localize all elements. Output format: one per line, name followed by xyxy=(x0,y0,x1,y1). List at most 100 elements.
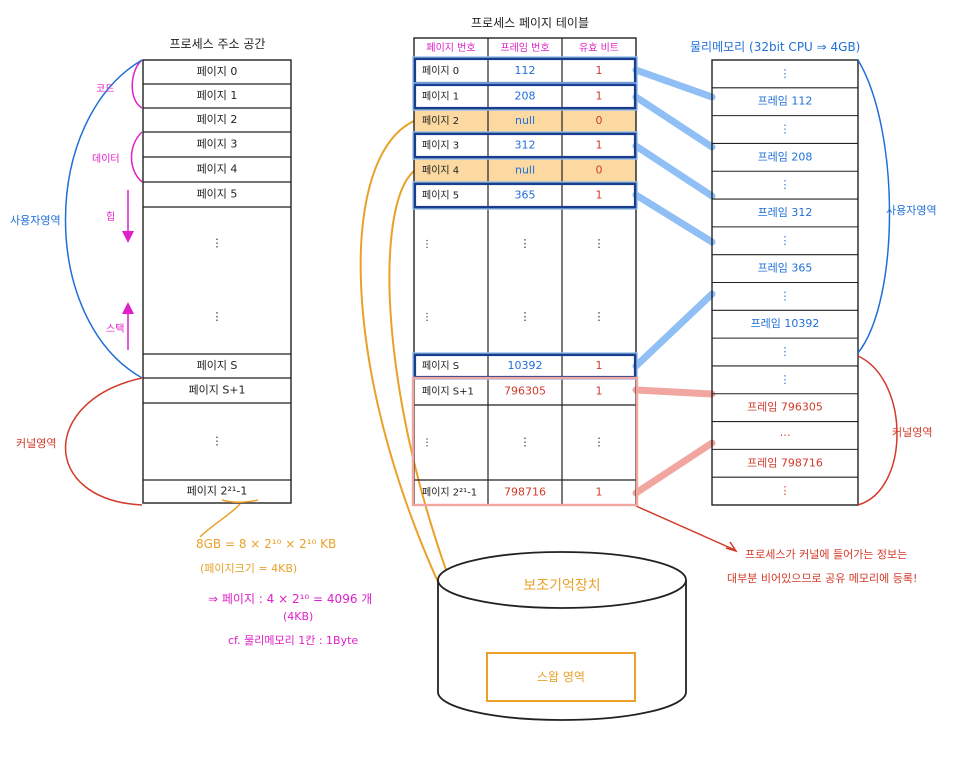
table-valid-cell: 1 xyxy=(596,64,603,77)
table-frame-cell: ⋮ xyxy=(520,436,531,449)
table-frame-cell: 796305 xyxy=(504,385,546,398)
table-frame-cell: 10392 xyxy=(508,359,543,372)
virtual-row xyxy=(143,207,291,280)
physical-memory: ⋮프레임 112⋮프레임 208⋮프레임 312⋮프레임 365⋮프레임 103… xyxy=(711,59,859,506)
physical-row-label: 프레임 10392 xyxy=(751,317,820,330)
table-page-cell: 페이지 3 xyxy=(422,140,459,152)
label-kernel-right: 커널영역 xyxy=(892,426,933,439)
virtual-row-label: 페이지 1 xyxy=(197,89,238,102)
table-page-cell: 페이지 1 xyxy=(422,91,459,103)
table-header: 페이지 번호 xyxy=(426,42,475,54)
virtual-row-label: ⋮ xyxy=(212,435,223,448)
virtual-brackets xyxy=(64,59,143,506)
table-header: 프레임 번호 xyxy=(500,41,549,54)
label-user-left: 사용자영역 xyxy=(10,214,61,227)
virtual-row-label: 페이지 5 xyxy=(197,188,238,201)
table-valid-cell: 1 xyxy=(596,486,603,499)
table-valid-cell: 1 xyxy=(596,139,603,152)
table-frame-cell: ⋮ xyxy=(520,310,531,323)
physical-row-label: 프레임 208 xyxy=(758,150,813,163)
table-frame-cell: 112 xyxy=(515,64,536,77)
physical-row-label: ⋮ xyxy=(780,345,791,358)
table-page-cell: 페이지 2 xyxy=(422,115,459,127)
valid-row-glow xyxy=(412,131,638,160)
table-frame-cell: 312 xyxy=(515,139,536,152)
swap-area-label: 스왑 영역 xyxy=(537,670,585,684)
table-page-cell: 페이지 2²¹-1 xyxy=(422,487,477,499)
physical-row-label: ⋮ xyxy=(780,373,791,386)
note-line-1: 프로세스가 커널에 들어가는 정보는 xyxy=(745,548,908,561)
virtual-row xyxy=(143,354,291,378)
table-frame-cell: null xyxy=(515,114,535,127)
disk-cylinder xyxy=(437,551,687,721)
note-arrow xyxy=(635,505,736,551)
table-valid-cell: ⋮ xyxy=(594,310,605,323)
valid-row-glow xyxy=(412,181,638,210)
virtual-row xyxy=(143,108,291,132)
virtual-row-label: 페이지 2²¹-1 xyxy=(187,485,248,498)
physical-row-label: 프레임 365 xyxy=(758,262,813,275)
virtual-row-label: 페이지 0 xyxy=(197,65,238,78)
virtual-row xyxy=(143,182,291,207)
table-frame-cell: 208 xyxy=(515,90,536,103)
swap-area-box xyxy=(486,652,636,702)
physical-row-label: ⋮ xyxy=(780,67,791,80)
table-valid-cell: 0 xyxy=(596,164,603,177)
physical-row-label: ⋮ xyxy=(780,234,791,247)
virtual-title: 프로세스 주소 공간 xyxy=(169,37,266,51)
physical-title: 물리메모리 (32bit CPU ⇒ 4GB) xyxy=(690,40,861,54)
virtual-row-label: ⋮ xyxy=(212,310,223,323)
invalid-row-highlight xyxy=(414,158,636,183)
note-line-2: 대부분 비어있으므로 공유 메모리에 등록! xyxy=(727,572,918,585)
virtual-row xyxy=(143,60,291,84)
physical-row-label: ⋯ xyxy=(780,428,791,441)
label-kernel-left: 커널영역 xyxy=(16,437,57,450)
valid-row-highlight xyxy=(413,83,637,110)
valid-row-glow xyxy=(412,82,638,111)
virtual-row xyxy=(143,84,291,108)
virtual-row xyxy=(143,132,291,157)
table-page-cell: ⋮ xyxy=(422,438,432,449)
table-frame-cell: 798716 xyxy=(504,486,546,499)
virtual-row xyxy=(143,378,291,403)
table-frame-cell: ⋮ xyxy=(520,237,531,250)
calc-line-3b: (4KB) xyxy=(283,610,314,623)
table-valid-cell: 1 xyxy=(596,90,603,103)
table-valid-cell: 1 xyxy=(596,359,603,372)
table-valid-cell: ⋮ xyxy=(594,436,605,449)
virtual-row xyxy=(143,280,291,354)
page-to-frame-links xyxy=(632,66,716,497)
physical-row-label: 프레임 798716 xyxy=(747,456,823,469)
label-heap: 힙 xyxy=(106,212,116,223)
physical-brackets xyxy=(857,59,898,506)
valid-row-highlight xyxy=(413,182,637,209)
table-page-cell: 페이지 S+1 xyxy=(422,386,474,398)
label-code: 코드 xyxy=(96,84,115,95)
calc-line-4: cf. 물리메모리 1칸 : 1Byte xyxy=(228,634,359,647)
label-stack: 스택 xyxy=(106,324,125,335)
table-valid-cell: ⋮ xyxy=(594,237,605,250)
virtual-row-label: 페이지 S+1 xyxy=(188,384,245,397)
label-data: 데이터 xyxy=(92,154,120,165)
invalid-row-highlight xyxy=(414,109,636,133)
calc-line-1: 8GB = 8 × 2¹⁰ × 2¹⁰ KB xyxy=(196,537,337,551)
label-user-right: 사용자영역 xyxy=(886,204,937,217)
calc-line-3: ⇒ 페이지 : 4 × 2¹⁰ = 4096 개 xyxy=(208,592,373,606)
kernel-region-highlight xyxy=(411,376,639,507)
physical-row-label: 프레임 312 xyxy=(758,206,813,219)
table-page-cell: ⋮ xyxy=(422,312,432,323)
table-valid-cell: 0 xyxy=(596,114,603,127)
valid-row-highlight xyxy=(413,132,637,159)
virtual-row-label: ⋮ xyxy=(212,237,223,250)
table-valid-cell: 1 xyxy=(596,385,603,398)
virtual-row xyxy=(143,157,291,182)
physical-row-label: ⋮ xyxy=(780,123,791,136)
virtual-row-label: 페이지 2 xyxy=(197,113,238,126)
disk-title: 보조기억장치 xyxy=(523,578,601,594)
virtual-frame xyxy=(142,59,292,504)
physical-row-label: ⋮ xyxy=(780,178,791,191)
virtual-row-label: 페이지 3 xyxy=(197,138,238,151)
virtual-row-label: 페이지 4 xyxy=(197,163,238,176)
